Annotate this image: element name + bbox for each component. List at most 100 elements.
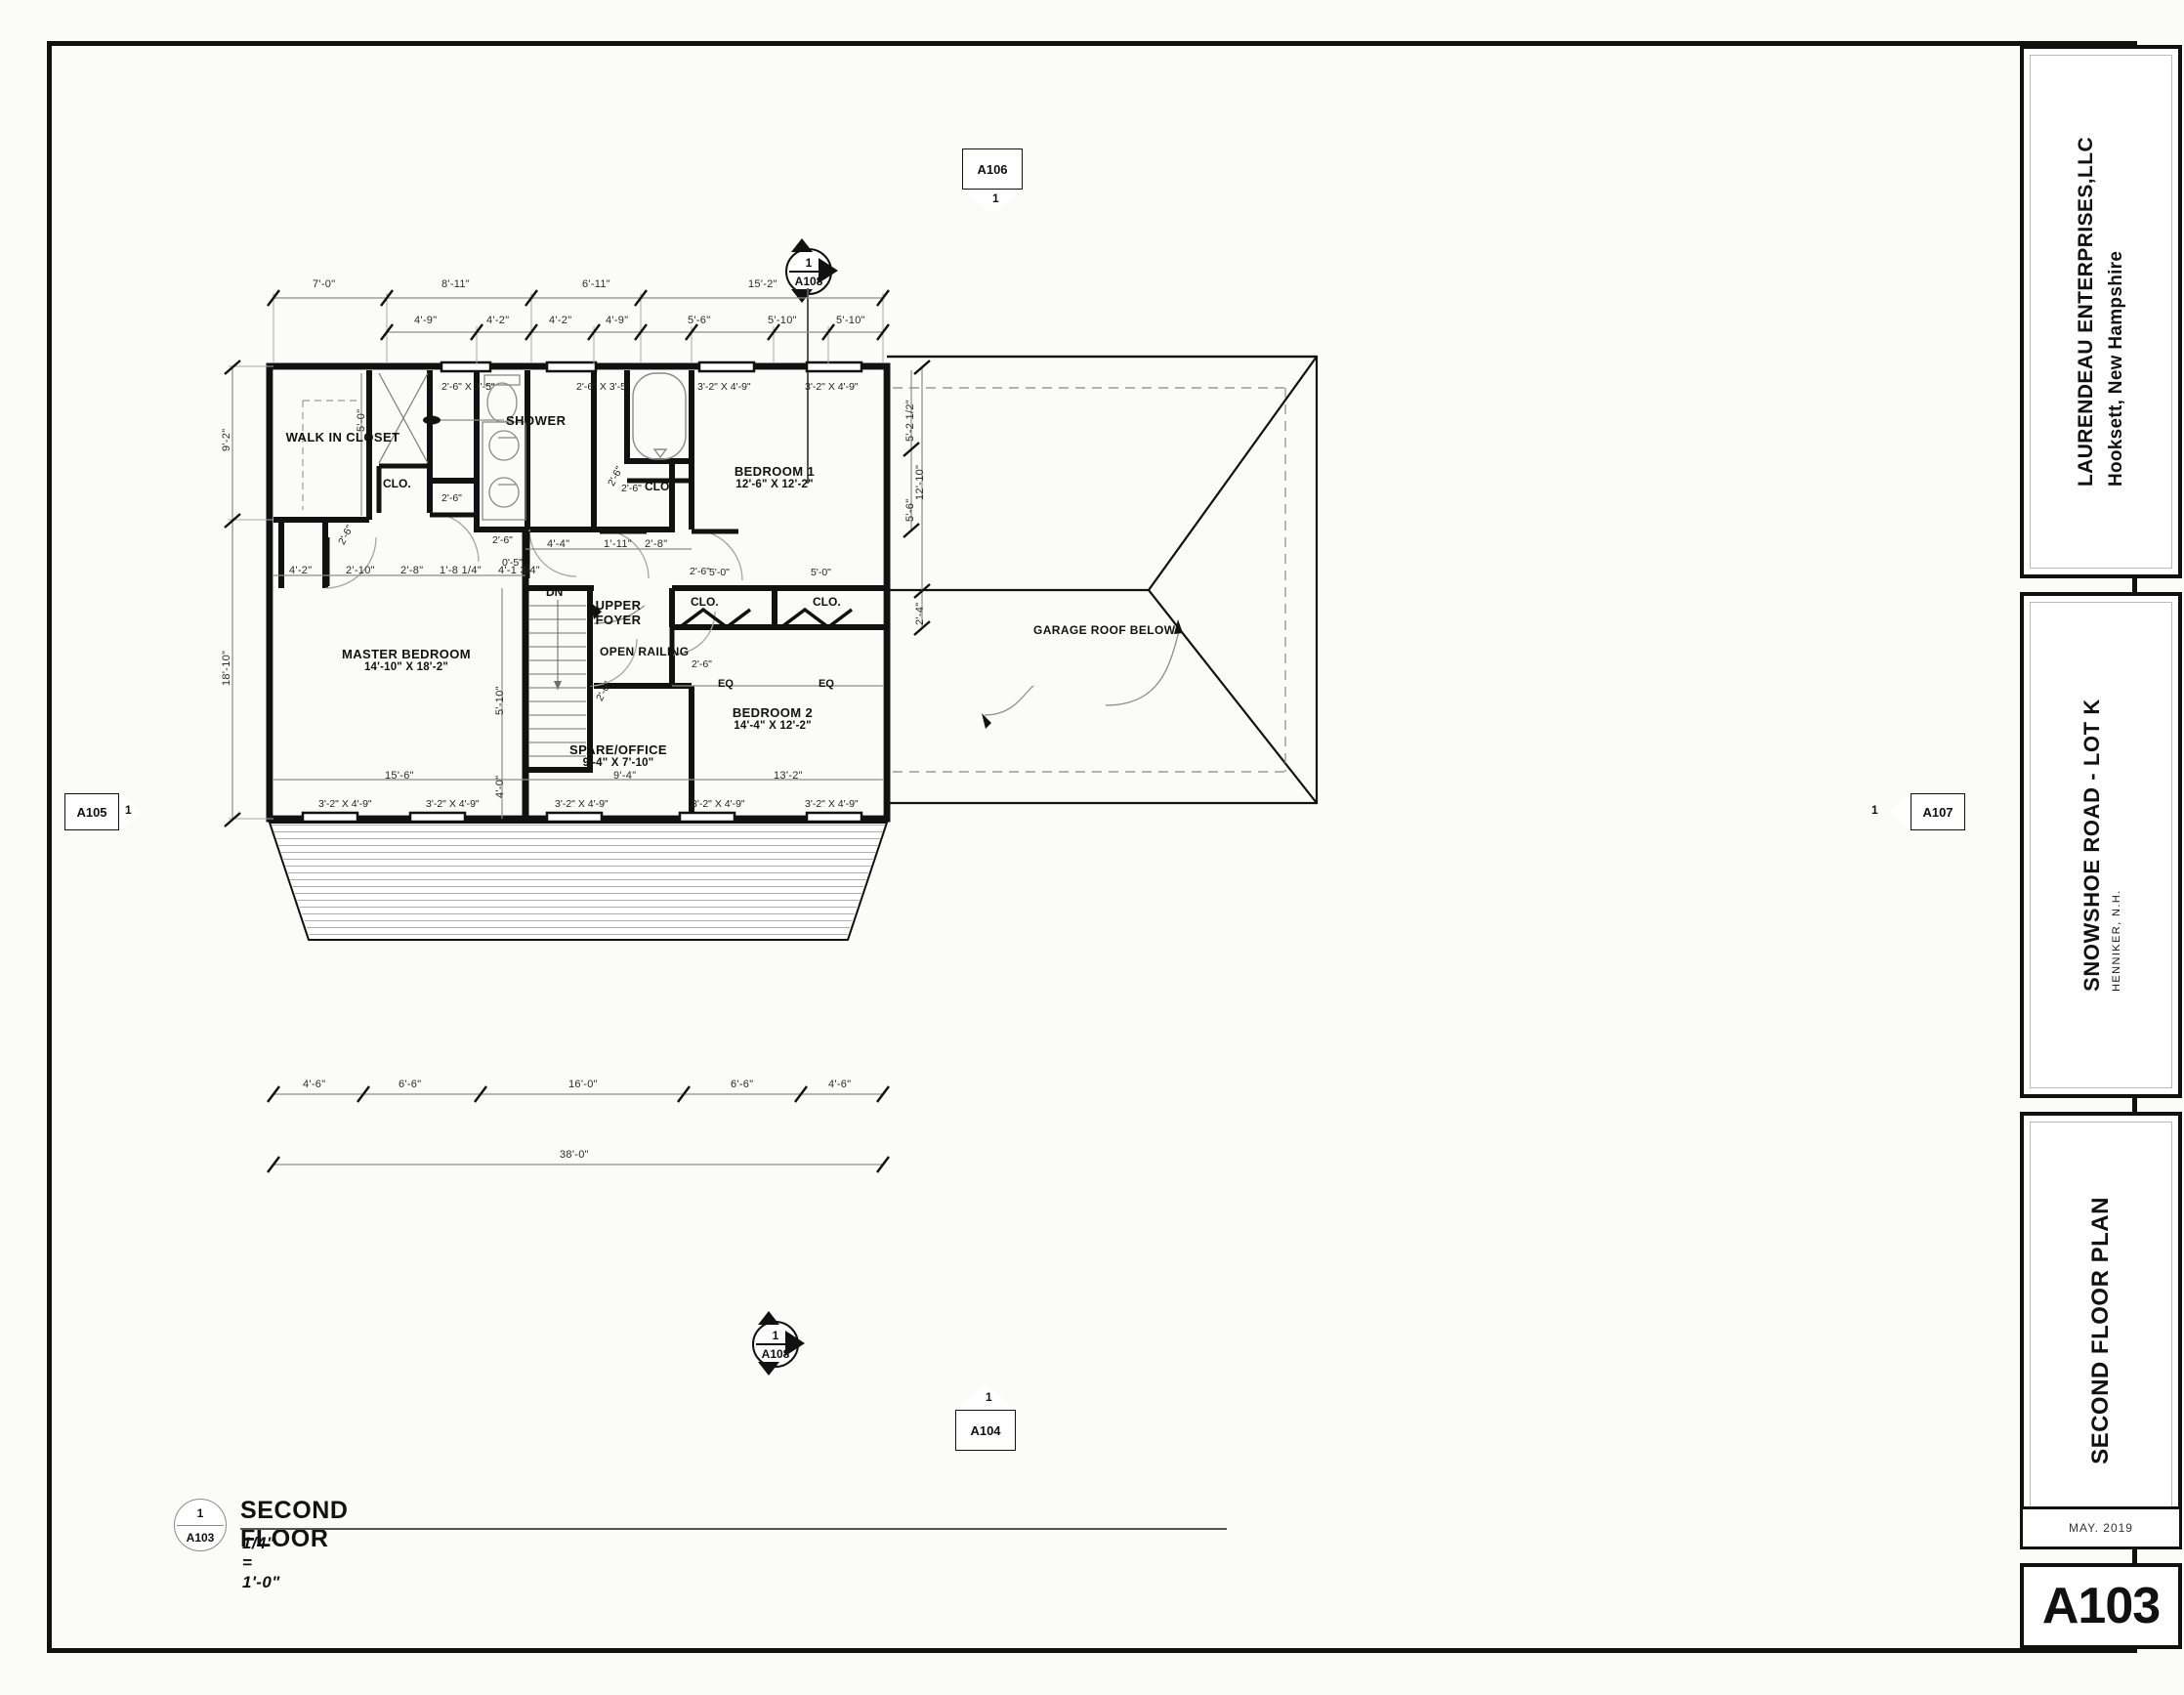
section-divider-b — [756, 1343, 795, 1345]
drawing-title-bubble-divider — [177, 1525, 224, 1527]
company-city: Hooksett, New Hampshire — [2106, 250, 2126, 487]
room-label-spare-office: SPARE/OFFICE 9'-4" X 7'-10" — [540, 742, 696, 769]
closet-label-bed2-b: CLO. — [813, 595, 841, 609]
dim-stair-1: 5'-10" — [494, 686, 506, 715]
closet-label-master: CLO. — [383, 477, 411, 490]
elevation-tag-top[interactable]: A106 1 — [962, 148, 1023, 215]
company-text-group: LAURENDEAU ENTERPRISES,LLC Hooksett, New… — [2075, 137, 2127, 487]
elevation-tag-right[interactable]: 1 A107 — [1871, 793, 1965, 830]
project-text-group: SNOWSHOE ROAD - LOT K HENNIKER, N.H. — [2079, 699, 2122, 992]
dim-mid-4: 1'-8 1/4" — [440, 565, 482, 576]
dim-int-right-2: 5'-6" — [904, 498, 916, 522]
drawing-title-scale: 1/4" = 1'-0" — [242, 1534, 280, 1591]
door-tag-bath-b: 0'-5" — [502, 557, 523, 569]
dim-roof-2: 6'-6" — [399, 1079, 422, 1090]
door-tag-bath-a: 2'-6" — [492, 534, 513, 546]
drawing-title-bubble-number: 1 — [196, 1506, 204, 1520]
drawing-title-bubble-sheet: A103 — [186, 1531, 215, 1545]
dim-roof-3: 16'-0" — [568, 1079, 598, 1090]
drawing-title-bubble[interactable]: 1 A103 — [174, 1499, 227, 1551]
section-arrow-icon-b — [785, 1331, 805, 1356]
dim-right-1: 12'-10" — [914, 464, 926, 500]
company-name: LAURENDEAU ENTERPRISES,LLC — [2075, 136, 2097, 487]
room-label-master-bedroom: MASTER BEDROOM 14'-10" X 18'-2" — [318, 647, 494, 673]
section-flag-bottom-icon-b — [758, 1362, 779, 1376]
company-inner-border — [2030, 55, 2172, 569]
dim-top2-1: 4'-9" — [414, 315, 438, 326]
elevation-pointer-left-icon: 1 — [1871, 793, 1911, 830]
window-tag-bottom-1: 3'-2" X 4'-9" — [318, 798, 372, 810]
dim-wic: 5'-0" — [356, 408, 367, 432]
section-marker-bottom[interactable]: 1 A108 — [752, 1311, 805, 1376]
elevation-number-left: 1 — [125, 803, 132, 817]
elevation-sheet-left: A105 — [64, 793, 119, 830]
upper-foyer-line1: UPPER — [595, 598, 642, 613]
dim-top2-2: 4'-2" — [486, 315, 510, 326]
section-cut-line-top — [807, 288, 809, 484]
dim-right-2: 2'-4" — [914, 602, 926, 625]
project-name: SNOWSHOE ROAD - LOT K — [2079, 699, 2104, 992]
section-sheet-b: A108 — [761, 1347, 790, 1361]
bedroom-1-dims: 12'-6" X 12'-2" — [735, 479, 814, 490]
bedroom-2-name: BEDROOM 2 — [732, 705, 814, 720]
sheet-date: MAY. 2019 — [2069, 1521, 2133, 1535]
dim-top2-4: 4'-9" — [606, 315, 629, 326]
title-block-company: LAURENDEAU ENTERPRISES,LLC Hooksett, New… — [2020, 45, 2182, 578]
bedroom-1-name: BEDROOM 1 — [734, 464, 816, 479]
title-block: LAURENDEAU ENTERPRISES,LLC Hooksett, New… — [2020, 45, 2182, 1649]
dim-top1-2: 8'-11" — [441, 278, 471, 290]
roof-hatch-area — [272, 825, 885, 938]
title-block-project: SNOWSHOE ROAD - LOT K HENNIKER, N.H. — [2020, 592, 2182, 1098]
closet-label-bed1: CLO. — [645, 480, 673, 493]
window-tag-bed1-b: 3'-2" X 4'-9" — [805, 381, 859, 393]
title-block-number: A103 — [2020, 1563, 2182, 1649]
window-tag-bed1-a: 3'-2" X 4'-9" — [697, 381, 751, 393]
eq-label-left: EQ — [718, 678, 734, 690]
sheet-title-group: SECOND FLOOR PLAN — [2087, 1197, 2115, 1464]
garage-roof-label: GARAGE ROOF BELOW — [1033, 623, 1176, 637]
window-tag-bath-b: 2'-6" X 3'-5" — [576, 381, 630, 393]
drawing-canvas: 1 A108 A106 1 1 A108 — [47, 41, 2010, 1653]
section-marker-top[interactable]: 1 A108 — [785, 238, 838, 303]
elevation-sheet: A106 — [962, 148, 1023, 190]
elevation-number-right: 1 — [1871, 803, 1878, 817]
dim-roof-1: 4'-6" — [303, 1079, 326, 1090]
dim-top2-7: 5'-10" — [836, 315, 865, 326]
room-label-walk-in-closet: WALK IN CLOSET — [285, 430, 400, 445]
bedroom-2-dims: 14'-4" X 12'-2" — [734, 720, 812, 732]
master-bedroom-name: MASTER BEDROOM — [342, 647, 471, 661]
elevation-tag-left[interactable]: A105 1 — [64, 793, 141, 830]
spare-office-name: SPARE/OFFICE — [569, 742, 667, 757]
dim-bottom-room-1: 15'-6" — [385, 770, 414, 782]
dim-top2-5: 5'-6" — [688, 315, 711, 326]
dim-bottom-room-3: 13'-2" — [774, 770, 803, 782]
window-tag-bottom-2: 3'-2" X 4'-9" — [426, 798, 480, 810]
door-tag-bifold-b: 5'-0" — [811, 567, 831, 578]
dim-mid-3: 2'-8" — [400, 565, 424, 576]
elevation-pointer-up-icon: 1 — [955, 1384, 1016, 1410]
stair-direction-label: DN — [546, 585, 564, 599]
door-tag-bifold-a: 5'-0" — [709, 567, 730, 578]
dim-top1-3: 6'-11" — [582, 278, 611, 290]
dim-stair-2: 4'-0" — [494, 775, 506, 798]
open-railing-label: OPEN RAILING — [600, 645, 690, 658]
door-tag-bed1: 2'-6" — [690, 566, 710, 577]
door-tag-clo-master: 2'-6" — [441, 492, 462, 504]
dim-roof-4: 6'-6" — [731, 1079, 754, 1090]
dim-roof-5: 4'-6" — [828, 1079, 852, 1090]
section-flag-top-icon — [791, 238, 813, 252]
elevation-pointer-right-icon: 1 — [119, 793, 141, 830]
spare-office-dims: 9'-4" X 7'-10" — [582, 757, 654, 769]
upper-foyer-line2: FOYER — [595, 613, 642, 627]
window-tag-bath-a: 2'-6" X 3'-5" — [441, 381, 495, 393]
window-tag-bottom-4: 3'-2" X 4'-9" — [692, 798, 745, 810]
dim-mid-1: 4'-2" — [289, 565, 313, 576]
section-sheet: A108 — [794, 275, 823, 288]
closet-label-bed2-a: CLO. — [691, 595, 719, 609]
elevation-sheet-b: A104 — [955, 1410, 1016, 1451]
section-arrow-icon — [819, 258, 838, 283]
dim-left-2: 18'-10" — [221, 650, 232, 686]
elevation-tag-bottom[interactable]: 1 A104 — [955, 1384, 1016, 1451]
section-flag-top-icon-b — [758, 1311, 779, 1325]
dim-mid2-2: 1'-11" — [604, 538, 633, 550]
